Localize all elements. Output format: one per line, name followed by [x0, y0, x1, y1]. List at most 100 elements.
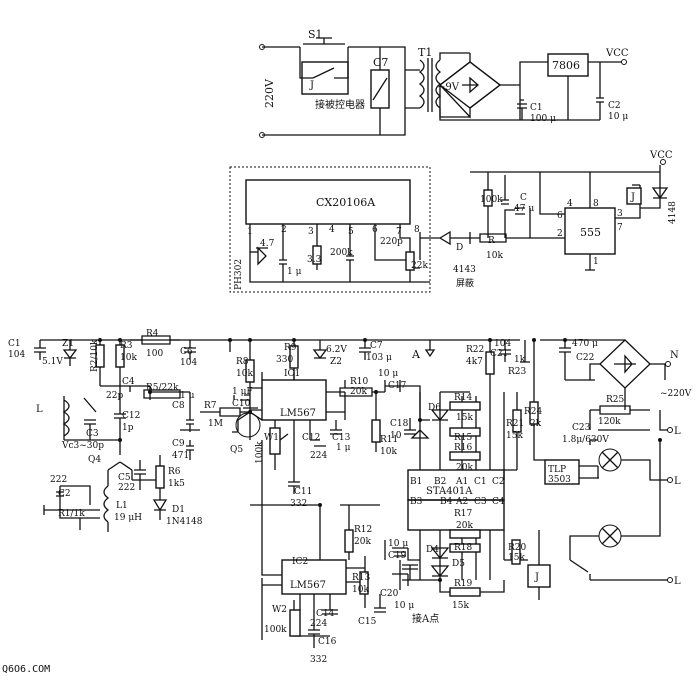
main-r10-value: 20k [350, 387, 367, 397]
timer-pin-6: 6 [557, 211, 563, 221]
main-r25-value: 120k [598, 417, 621, 427]
main-c21-value: 104 [494, 339, 511, 349]
main-c18-value: 10 [390, 431, 402, 441]
main-c8: C8 [172, 401, 185, 411]
main-c7-value: 103 μ [366, 353, 392, 363]
timer-pin-4: 4 [567, 199, 573, 209]
diode-label: D [456, 243, 463, 253]
pin-8: 8 [414, 225, 420, 235]
main-r11: R11 [380, 435, 398, 445]
main-ic2: IC2 [292, 557, 308, 567]
main-z1-value: 5.1V [42, 357, 63, 367]
main-c5-value: 222 [118, 483, 135, 493]
c1-value: 100 μ [530, 114, 556, 124]
main-l-out-3: L [674, 576, 681, 587]
main-ic1-chip: LM567 [280, 408, 316, 419]
main-d4: D4 [426, 545, 439, 555]
main-r23-value: 1k [514, 355, 526, 365]
main-c12-value: 224 [310, 451, 327, 461]
main-n: N [670, 350, 679, 361]
main-l-out-2: L [674, 476, 681, 487]
main-r12: R12 [354, 525, 372, 535]
main-r18: R18 [454, 543, 473, 553]
vcc-label: VCC [605, 48, 629, 59]
main-r20: R20 [508, 543, 527, 553]
mains-label: 220V [263, 78, 276, 108]
sta-pin-b4: B4 [440, 497, 453, 507]
cap-value: 47 μ [514, 204, 534, 214]
receiver-ic-label: CX20106A [316, 196, 376, 209]
resistor-value: 10k [486, 251, 503, 261]
main-ic-sta: STA401A [426, 486, 473, 497]
main-l: L [36, 404, 43, 415]
main-r15: R15 [454, 433, 473, 443]
main-q5: Q5 [230, 445, 243, 455]
main-c16: C16 [318, 637, 337, 647]
sta-pins: B1 B2 A1 C1 C2 B3 B4 A2 C3 C4 [410, 477, 505, 507]
main-c13-value: 1 μ [336, 443, 351, 453]
pin-2: 2 [281, 225, 287, 235]
pin-3: 3 [308, 227, 314, 237]
diode-value: 4143 [453, 265, 476, 275]
main-relay-j: J [534, 572, 539, 583]
main-c11: C11 [294, 487, 312, 497]
main-r7-value: 1M [208, 419, 223, 429]
main-w2-value: 100k [264, 625, 287, 635]
main-c3: C3 [86, 429, 99, 439]
transformer-label: T1 [418, 46, 432, 59]
main-c21: C21 [490, 349, 508, 359]
main-c12a: C12 [122, 411, 140, 421]
main-d5: D5 [452, 559, 465, 569]
main-c4: C4 [122, 377, 135, 387]
main-c12: C12 [302, 433, 320, 443]
main-r13: R13 [352, 573, 371, 583]
main-l1: L1 [116, 501, 128, 511]
main-caption: 接A点 [412, 612, 439, 625]
timer-pin-3: 3 [617, 209, 623, 219]
c1-name: C1 [530, 103, 543, 113]
main-r24-value: 2k [530, 419, 542, 429]
main-r24: R24 [524, 407, 543, 417]
load-caption: 接被控电器 [315, 98, 365, 111]
r3-value: 200k [330, 248, 353, 258]
c1-value: 1 μ [287, 267, 302, 277]
main-r6: R6 [168, 467, 181, 477]
timer-pin-7: 7 [617, 223, 623, 233]
timer-pins: 2 4 6 7 8 3 1 [557, 199, 623, 267]
pin-6: 6 [372, 225, 378, 235]
photodiode-label: PH302 [234, 259, 244, 290]
sta-pin-b2: B2 [434, 477, 446, 487]
main-r3: R3 [120, 341, 133, 351]
sta-pin-c3: C3 [474, 497, 487, 507]
main-c9-value: 471 [172, 451, 189, 461]
main-c23-value: 1.8μ/630V [562, 435, 609, 445]
r4-value: 22k [411, 261, 428, 271]
sta-pin-c1: C1 [474, 477, 487, 487]
main-r17-value: 20k [456, 521, 473, 531]
main-c15: C15 [358, 617, 377, 627]
main-c22: C22 [576, 353, 594, 363]
resistor-label: R [488, 236, 495, 246]
main-c6: C6 [180, 347, 193, 357]
r1-value: 4.7 [260, 239, 275, 249]
relay-coil-label: C7 [373, 56, 388, 69]
sta-pin-b3: B3 [410, 497, 423, 507]
main-r21-value: 15k [506, 431, 523, 441]
sta-pin-a1: A1 [455, 477, 468, 487]
main-z1: Z1 [62, 339, 74, 349]
main-c1: C1 [8, 339, 21, 349]
main-w1: W1 [264, 433, 279, 443]
main-c20: C20 [380, 589, 399, 599]
main-c13: C13 [332, 433, 351, 443]
main-r7: R7 [204, 401, 217, 411]
main-vc: Vc3~30p [61, 441, 104, 451]
c2-name: C2 [608, 101, 621, 111]
secondary-label: ~9V [437, 82, 460, 93]
main-r16: R16 [454, 443, 473, 453]
main-c19-value: 10 μ [388, 539, 408, 549]
s1-label: S1 [308, 28, 323, 41]
main-node-a: A [411, 348, 421, 361]
main-d1-value: 1N4148 [166, 517, 203, 527]
main-c17: C17 [388, 381, 407, 391]
